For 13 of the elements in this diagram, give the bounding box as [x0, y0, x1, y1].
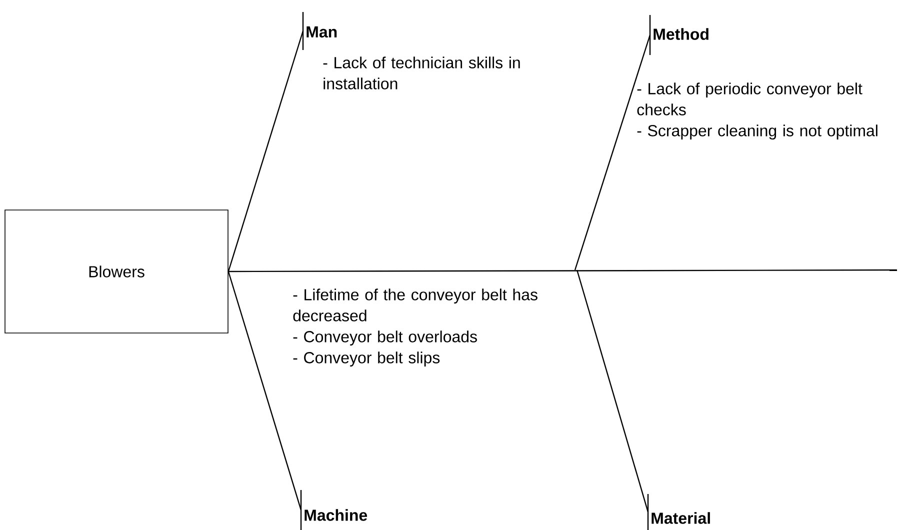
effect-box: Blowers [4, 210, 228, 334]
bone-line [228, 30, 304, 272]
cause-text: - Lifetime of the conveyor belt has decreased - Conveyor belt overloads - Conveyor belt slips [293, 288, 538, 367]
bone-line [576, 270, 649, 512]
cause-text: - Lack of periodic conveyor belt checks - Scrapper cleaning is not optimal [637, 82, 878, 140]
category-label: Machine [304, 509, 368, 521]
spine-line [228, 269, 898, 272]
category-label: Man [306, 26, 337, 38]
category-label: Method [654, 28, 708, 40]
cause-text: - Lack of technician skills in installation [323, 56, 520, 90]
bone-line [574, 34, 651, 270]
category-label: Material [652, 512, 710, 524]
bone-line [228, 271, 302, 510]
